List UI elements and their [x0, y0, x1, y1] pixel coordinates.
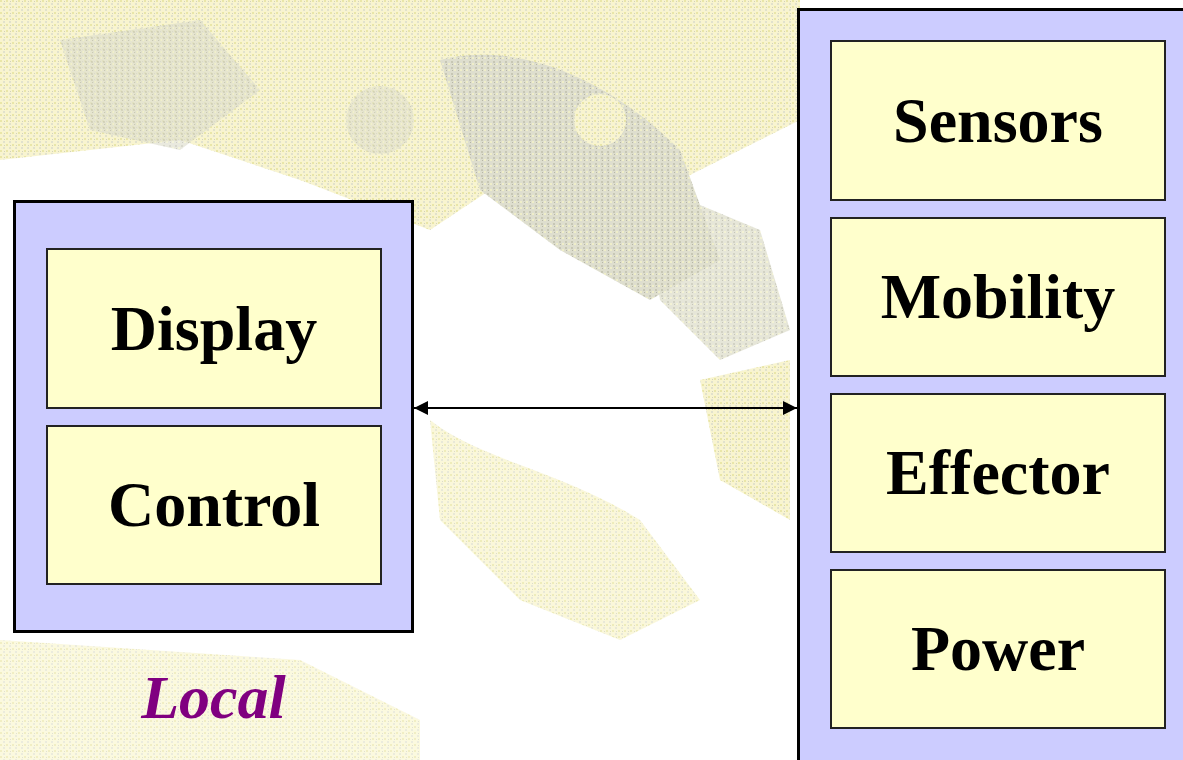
text-wrap: Mobility — [832, 219, 1164, 375]
link-arrow — [414, 407, 797, 409]
module-box: Control — [46, 425, 382, 585]
module-name: Mobility — [881, 260, 1116, 334]
module-name: Effector — [886, 436, 1110, 510]
module-box: Sensors — [830, 40, 1166, 201]
module-name: Display — [111, 292, 317, 366]
module-name: Sensors — [893, 84, 1103, 158]
module-box: Display — [46, 248, 382, 409]
text-wrap: Control — [48, 427, 380, 583]
local-station-box: DisplayControlLocal — [13, 200, 414, 633]
text-wrap: Display — [48, 250, 380, 407]
module-box: Power — [830, 569, 1166, 729]
text-wrap: Power — [832, 571, 1164, 727]
remote-robot-box: SensorsMobilityEffectorPower — [797, 8, 1183, 760]
module-name: Control — [108, 468, 320, 542]
module-name: Power — [911, 612, 1085, 686]
station-label: Local — [0, 662, 451, 733]
module-box: Mobility — [830, 217, 1166, 377]
text-wrap: Sensors — [832, 42, 1164, 199]
module-box: Effector — [830, 393, 1166, 553]
text-wrap: Effector — [832, 395, 1164, 551]
